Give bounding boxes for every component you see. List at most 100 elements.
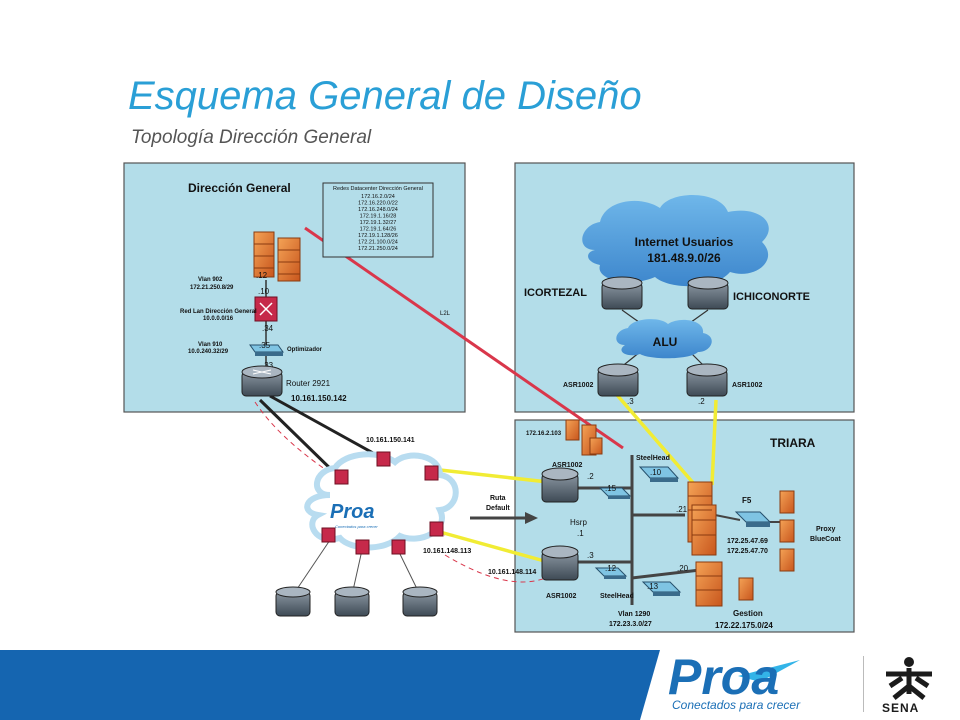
f5-device	[734, 511, 772, 527]
sena-text: SENA	[882, 701, 920, 715]
cloud-switches	[321, 451, 444, 555]
link-yellow-asr3	[615, 393, 697, 487]
dg-ip-34: .34	[262, 324, 274, 333]
branch-router-3	[402, 586, 438, 617]
redes-network-item: 172.16.220.0/22	[358, 201, 398, 207]
footer-logo: Proa	[668, 649, 780, 705]
footer: Proa Conectados para crecer SENA	[0, 649, 960, 720]
proxy-servers	[779, 490, 795, 572]
gestion-firewall	[695, 561, 754, 607]
triara-ip-20: .20	[677, 564, 689, 573]
redes-network-item: 172.21.250.0/24	[358, 246, 398, 252]
triara-server-top	[565, 419, 603, 456]
label-steelhead-bottom: SteelHead	[600, 593, 634, 600]
link-red-l2l	[304, 226, 624, 450]
link-yellow-asr2	[710, 399, 718, 486]
proa-cloud-logo: Proa	[330, 501, 374, 523]
link-yellow-asr-top	[439, 468, 549, 484]
dg-redlan-a: Red Lan Dirección General	[180, 309, 257, 315]
link-red-dashed-a	[254, 401, 446, 536]
f5-ip-b: 172.25.47.70	[727, 548, 768, 555]
gestion-name: Gestion	[733, 609, 763, 618]
label-icortezal: ICORTEZAL	[524, 287, 587, 299]
triara-server-ip: 172.16.2.103	[526, 431, 562, 437]
proa-ip-113: 10.161.148.113	[423, 548, 471, 555]
link-cloud-r1	[292, 539, 331, 596]
link-black-router-cloud-a	[258, 398, 342, 480]
label-asr-triara-top: ASR1002	[552, 462, 582, 469]
panel-triara	[514, 419, 855, 633]
label-ichiconorte: ICHICONORTE	[733, 291, 810, 303]
footer-bar	[0, 650, 932, 720]
redes-network-item: 172.19.1.32/27	[360, 220, 397, 226]
dg-vlan910-a: Vlan 910	[198, 342, 223, 348]
triara-ip-3: .3	[587, 551, 594, 560]
dg-ip-12: .12	[256, 271, 268, 280]
sena-logo-icon	[886, 657, 932, 700]
footer-tagline: Conectados para crecer	[672, 698, 801, 712]
triara-ip-2: .2	[587, 472, 594, 481]
triara-link-bus-gestion	[631, 568, 701, 580]
optimizer-12	[594, 567, 628, 579]
ruta-default-b: Default	[486, 505, 510, 512]
proa-cloud-tag: Conectados para crecer	[335, 524, 378, 529]
ruta-default-a: Ruta	[490, 495, 506, 502]
alu-cloud	[616, 319, 712, 359]
dg-l2l: L2L	[440, 311, 451, 317]
dg-vlan910-b: 10.0.240.32/29	[188, 349, 229, 355]
proa-ip-141: 10.161.150.141	[366, 437, 415, 444]
dg-vlan902-a: Vlan 902	[198, 277, 223, 283]
dg-redlan-b: 10.0.0.0/16	[203, 316, 234, 322]
vlan1290-name: Vlan 1290	[618, 611, 650, 618]
router-icortezal	[601, 276, 643, 310]
internet-ip-2: .2	[698, 397, 705, 406]
dg-vlan902-b: 172.21.250.8/29	[190, 285, 234, 291]
vlan1290-ip: 172.23.3.0/27	[609, 621, 652, 628]
internet-ip-3: .3	[627, 397, 634, 406]
router-2921	[241, 365, 283, 397]
redes-network-item: 172.19.1.16/28	[360, 214, 397, 220]
dg-ip-33: .33	[262, 361, 274, 370]
dg-ip-35: .35	[259, 341, 271, 350]
internet-cloud	[582, 194, 769, 287]
link-black-router-cloud-b	[269, 394, 383, 460]
branch-router-2	[334, 586, 370, 617]
internet-title: Internet Usuarios	[635, 235, 734, 249]
router-asr-internet-left	[597, 363, 639, 397]
dg-ip-10: .10	[258, 287, 270, 296]
steelhead-bottom	[641, 581, 682, 596]
page-title: Esquema General de Diseño	[128, 74, 642, 118]
optimizador-device	[249, 344, 284, 356]
router-asr-triara-top	[541, 467, 579, 503]
optimizer-15	[598, 487, 632, 499]
triara-firewall	[687, 481, 717, 556]
router-2921-ip: 10.161.150.142	[291, 394, 347, 403]
router-asr-internet-right	[686, 363, 728, 397]
router-2921-name: Router 2921	[286, 379, 331, 388]
branch-router-1	[275, 586, 311, 617]
link-yellow-asr-bottom	[439, 530, 549, 564]
label-steelhead-top: SteelHead	[636, 455, 670, 462]
router-asr-triara-bottom	[541, 545, 579, 581]
triara-ip-12: .12	[605, 564, 617, 573]
redes-network-item: 172.16.2.0/24	[361, 194, 395, 200]
redes-network-item: 172.19.1.64/26	[360, 227, 397, 233]
redes-box: Redes Datacenter Dirección General 172.1…	[322, 182, 434, 258]
router-ichiconorte	[687, 276, 729, 310]
dg-firewall	[253, 231, 301, 282]
label-f5: F5	[742, 496, 752, 505]
triara-link-fw-f5	[714, 514, 741, 521]
ruta-default-arrow	[470, 512, 538, 524]
proa-ip-114: 10.161.148.114	[488, 569, 536, 576]
triara-hsrp: Hsrp	[570, 518, 587, 527]
f5-ip-a: 172.25.47.69	[727, 538, 768, 545]
redes-network-item: 172.16.248.0/24	[358, 207, 398, 213]
redes-box-title: Redes Datacenter Dirección General	[333, 186, 423, 192]
triara-ip-10: .10	[650, 468, 662, 477]
triara-label: TRIARA	[770, 436, 816, 450]
triara-ip-13: .13	[647, 582, 659, 591]
label-alu: ALU	[653, 335, 678, 349]
gestion-ip: 172.22.175.0/24	[715, 621, 773, 630]
